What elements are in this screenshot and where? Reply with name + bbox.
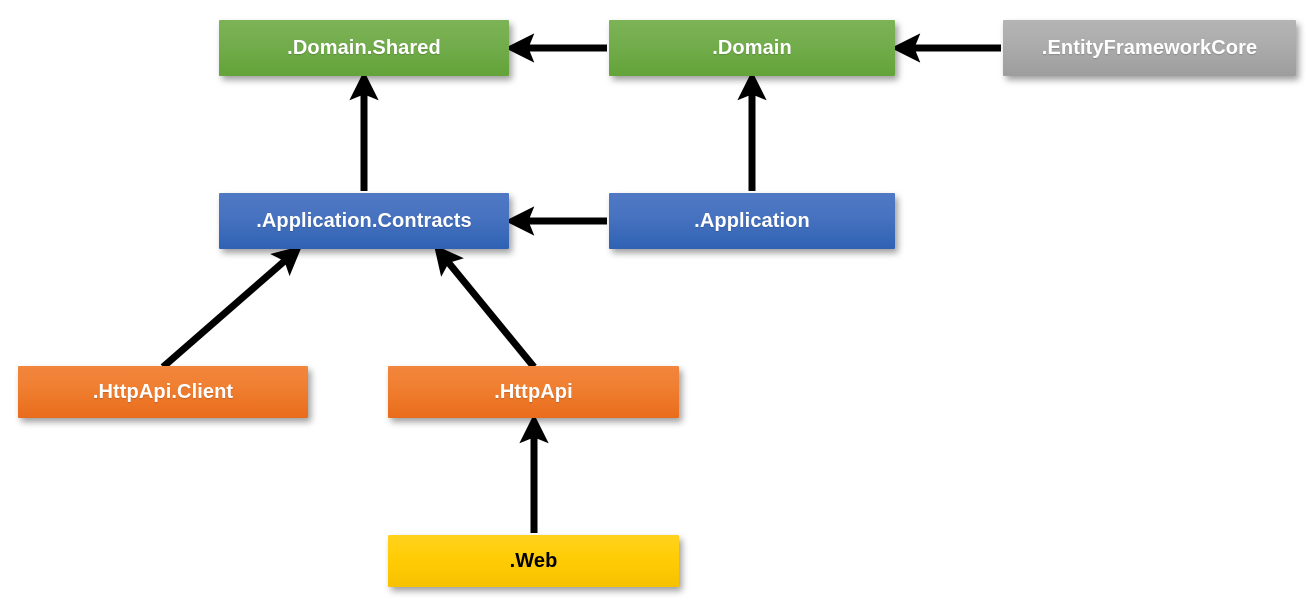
node-application-contracts[interactable]: .Application.Contracts xyxy=(219,193,509,249)
node-domain-shared[interactable]: .Domain.Shared xyxy=(219,20,509,76)
node-label-httpapi: .HttpApi xyxy=(494,380,573,403)
node-web[interactable]: .Web xyxy=(388,535,679,587)
edge-httpapi-to-application-contracts xyxy=(433,244,537,370)
node-label-entity-framework-core: .EntityFrameworkCore xyxy=(1041,36,1258,59)
node-entity-framework-core[interactable]: .EntityFrameworkCore xyxy=(1003,20,1296,76)
node-label-application: .Application xyxy=(694,209,810,232)
node-label-domain-shared: .Domain.Shared xyxy=(287,36,441,59)
node-label-httpapi-client: .HttpApi.Client xyxy=(92,380,234,403)
edge-httpapi-client-to-application-contracts xyxy=(160,245,303,370)
node-label-domain: .Domain xyxy=(712,36,792,59)
node-label-web: .Web xyxy=(509,549,558,572)
node-domain[interactable]: .Domain xyxy=(609,20,895,76)
node-application[interactable]: .Application xyxy=(609,193,895,249)
node-label-application-contracts: .Application.Contracts xyxy=(256,209,472,232)
node-httpapi-client[interactable]: .HttpApi.Client xyxy=(18,366,308,418)
node-httpapi[interactable]: .HttpApi xyxy=(388,366,679,418)
